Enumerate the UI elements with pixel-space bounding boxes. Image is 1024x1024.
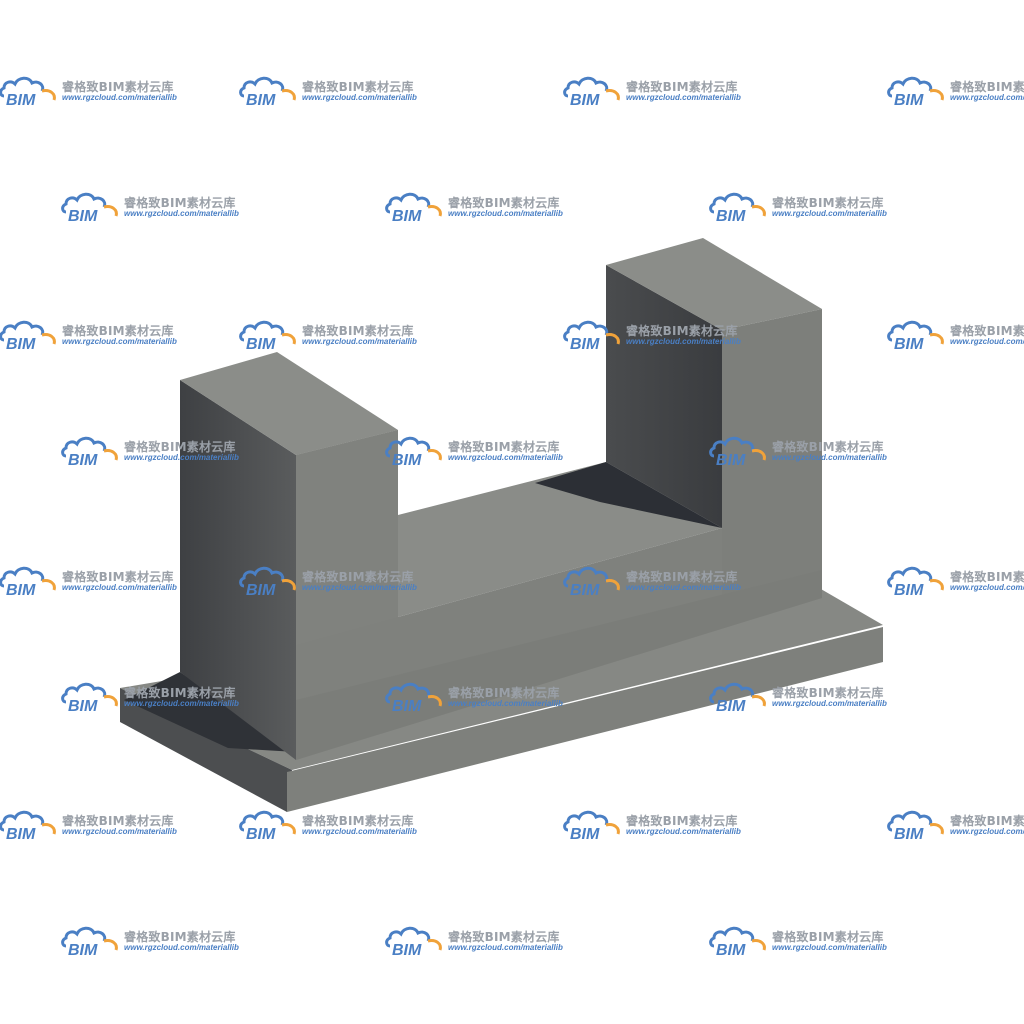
left-post-top xyxy=(180,352,398,455)
base-slab-left-face xyxy=(120,688,292,812)
channel-shadow xyxy=(535,462,722,528)
u-body-lower-band xyxy=(296,570,822,760)
base-slab-front-face xyxy=(287,627,883,812)
u-block-model xyxy=(120,238,883,812)
left-post-shadow xyxy=(124,672,296,752)
left-post-side-face xyxy=(180,380,296,760)
left-post-front-face xyxy=(296,430,398,645)
right-post-front-face xyxy=(722,309,822,622)
right-post-top xyxy=(606,238,822,330)
right-post-inner-face xyxy=(606,265,722,528)
